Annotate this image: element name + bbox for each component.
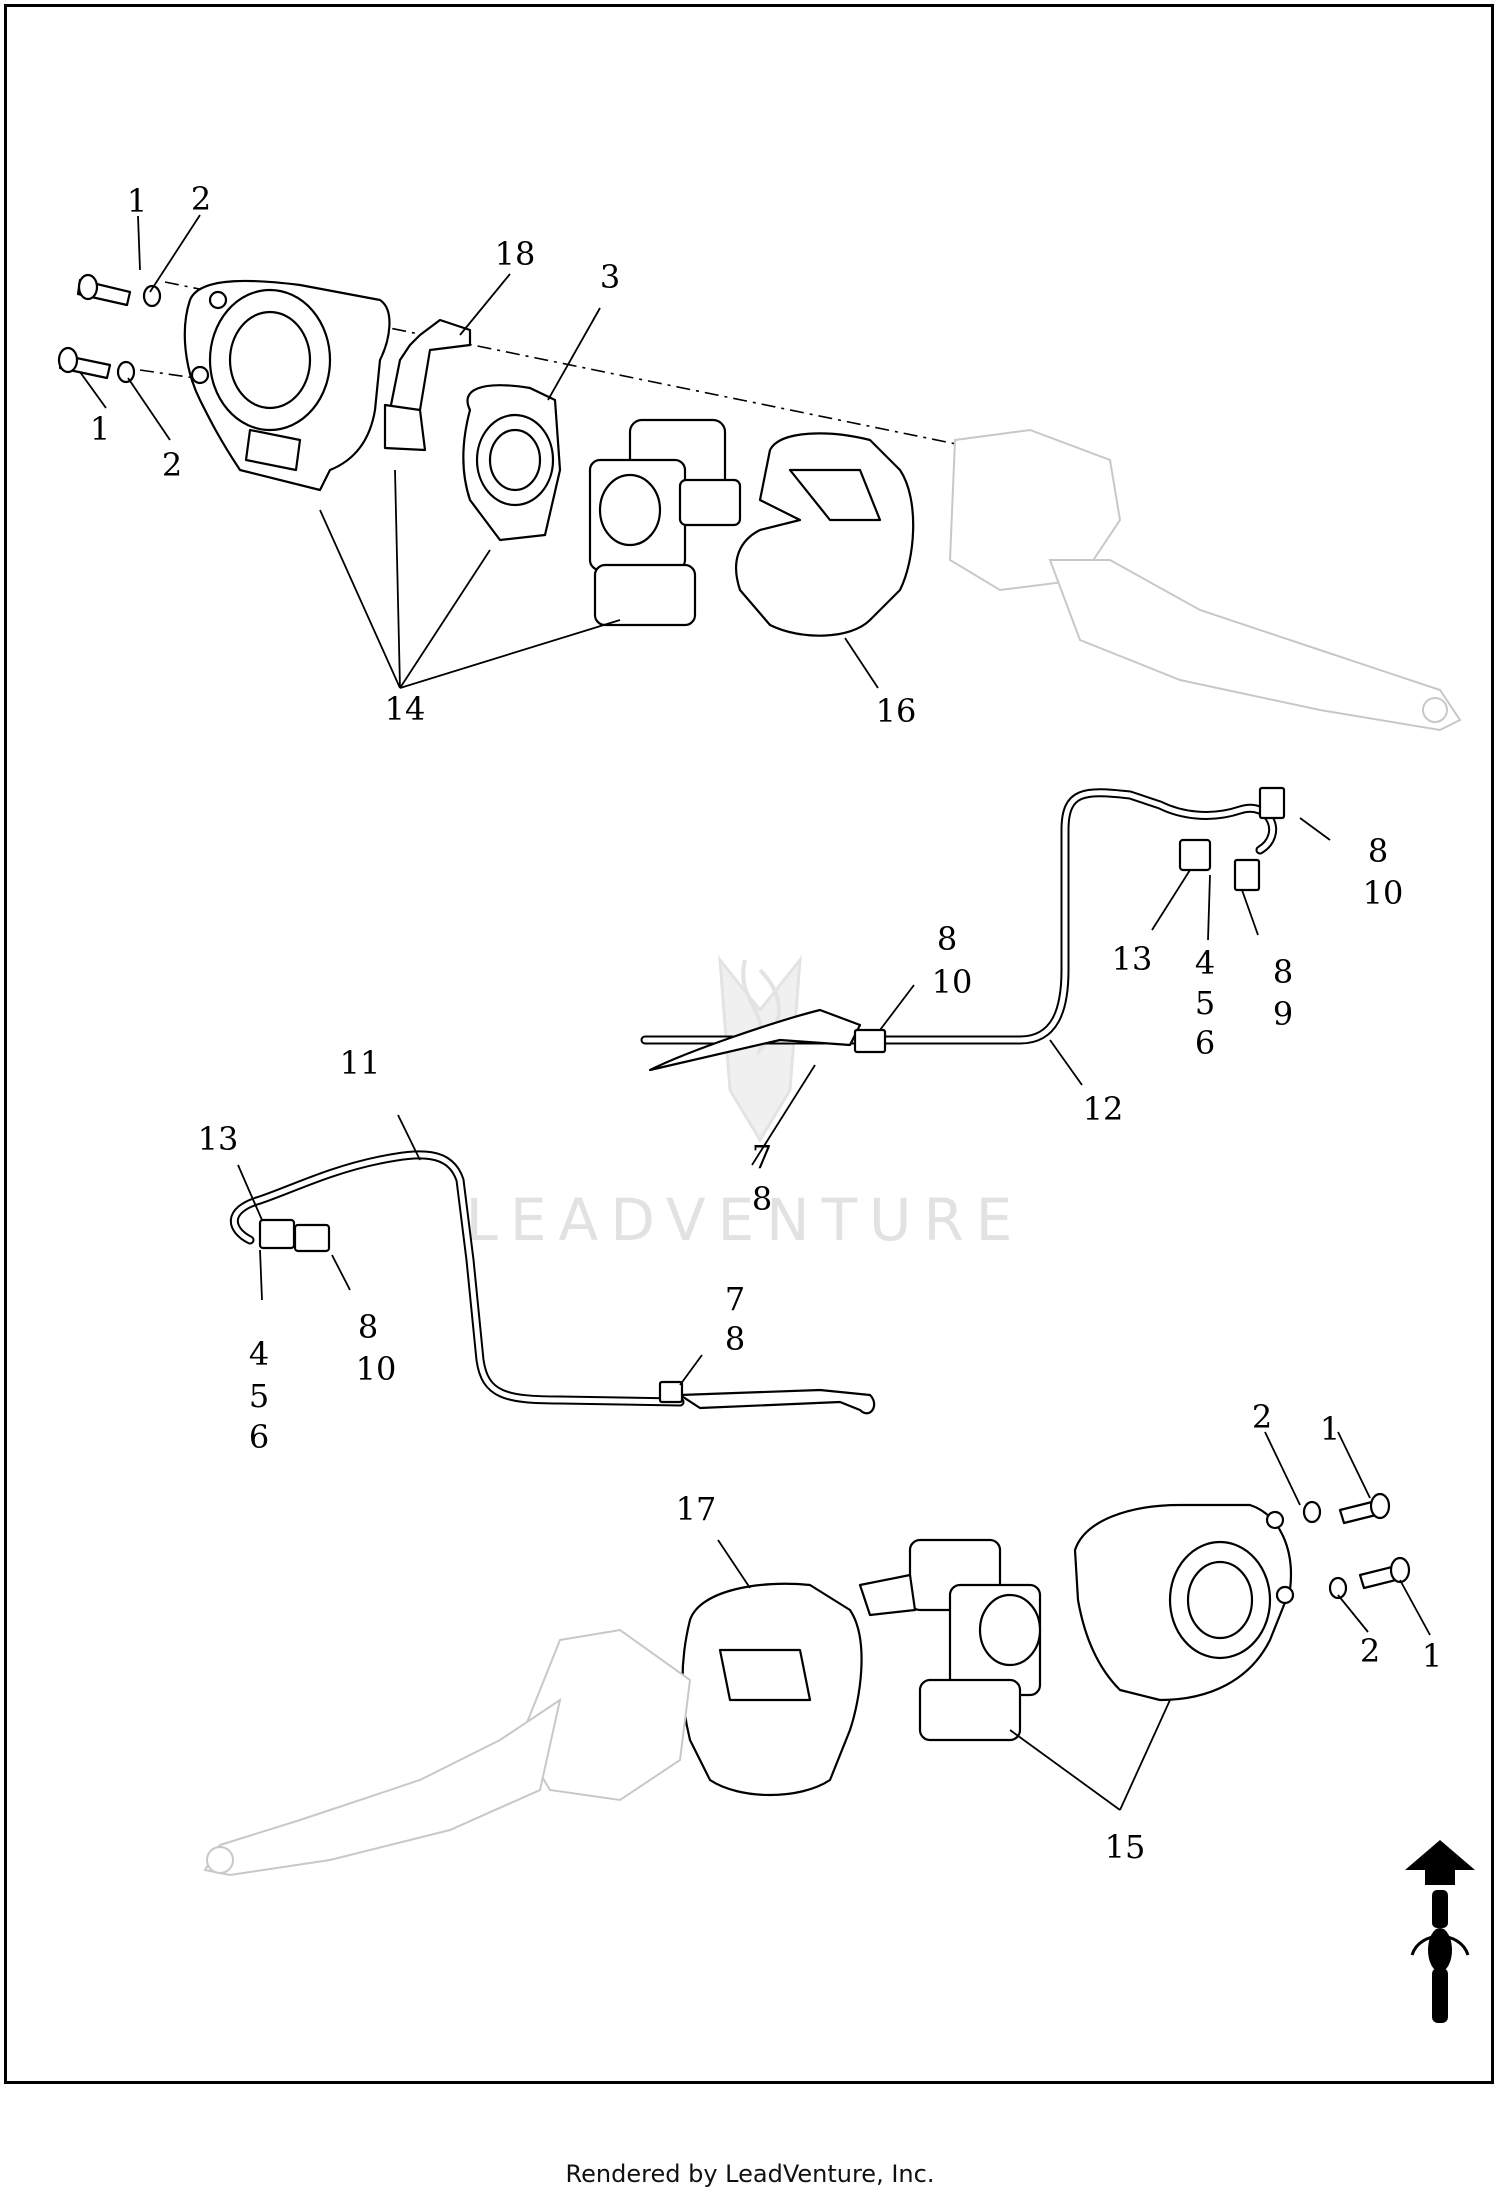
callout-7: 7 — [725, 1280, 745, 1318]
callout-15: 15 — [1105, 1828, 1146, 1866]
callout-16: 16 — [876, 692, 917, 730]
callout-10: 10 — [932, 963, 973, 1001]
callout-4: 4 — [249, 1335, 269, 1373]
upper-switch-assembly — [57, 214, 1462, 732]
callout-7: 7 — [752, 1138, 772, 1176]
callout-8: 8 — [1368, 832, 1388, 870]
brake-lever-ghost — [203, 1628, 692, 1877]
screw-lower-right — [1328, 1556, 1411, 1600]
diagram-frame — [4, 4, 1494, 2084]
callout-12: 12 — [1083, 1090, 1124, 1128]
callout-3: 3 — [600, 258, 620, 296]
screw-upper-left — [76, 273, 162, 308]
housing-17 — [681, 1582, 863, 1797]
callout-1: 1 — [127, 182, 147, 220]
screw-lower-left — [57, 346, 136, 384]
callout-labels: 1 2 1 2 18 3 14 16 8 10 13 4 5 6 8 9 8 1… — [90, 180, 1442, 1866]
callout-4: 4 — [1195, 944, 1215, 982]
bracket-18 — [388, 318, 472, 412]
callout-18: 18 — [495, 235, 536, 273]
callout-11: 11 — [340, 1044, 381, 1082]
callout-2: 2 — [1252, 1398, 1272, 1436]
watermark-text: LEADVENTURE — [466, 1186, 1025, 1254]
callout-13: 13 — [1112, 940, 1153, 978]
callout-2: 2 — [162, 446, 182, 484]
switch-plate-3 — [462, 384, 562, 542]
cable-12 — [640, 786, 1286, 1072]
callout-1: 1 — [90, 410, 110, 448]
callout-9: 9 — [1273, 995, 1293, 1033]
callout-8: 8 — [752, 1180, 772, 1218]
screw-upper-right — [1302, 1492, 1391, 1525]
clutch-lever-ghost — [948, 428, 1462, 732]
callout-13: 13 — [198, 1120, 239, 1158]
left-switch-housing — [183, 279, 391, 492]
leadventure-watermark: LEADVENTURE — [466, 955, 1025, 1254]
switch-module-14 — [588, 418, 742, 627]
parts-diagram: LEADVENTURE — [57, 180, 1475, 2023]
switch-module-15 — [858, 1538, 1042, 1742]
footer-credit: Rendered by LeadVenture, Inc. — [565, 2160, 935, 2188]
cable-11 — [229, 1150, 876, 1415]
callout-8: 8 — [358, 1308, 378, 1346]
callout-8: 8 — [1273, 953, 1293, 991]
callout-2: 2 — [191, 180, 211, 218]
callout-8: 8 — [725, 1320, 745, 1358]
callout-1: 1 — [1320, 1410, 1340, 1448]
callout-5: 5 — [249, 1377, 269, 1415]
callout-1: 1 — [1422, 1637, 1442, 1675]
lower-housing-16 — [735, 432, 915, 637]
callout-6: 6 — [249, 1418, 269, 1456]
callout-14: 14 — [385, 690, 426, 728]
callout-6: 6 — [1195, 1024, 1215, 1062]
callout-2: 2 — [1360, 1632, 1380, 1670]
callout-5: 5 — [1195, 984, 1215, 1022]
callout-17: 17 — [676, 1490, 717, 1528]
lower-switch-assembly — [203, 1431, 1431, 1877]
callout-8: 8 — [937, 920, 957, 958]
callout-10: 10 — [1363, 874, 1404, 912]
right-switch-housing — [1073, 1503, 1295, 1702]
forward-arrow-motorcycle-icon — [1405, 1840, 1475, 2023]
callout-10: 10 — [356, 1350, 397, 1388]
